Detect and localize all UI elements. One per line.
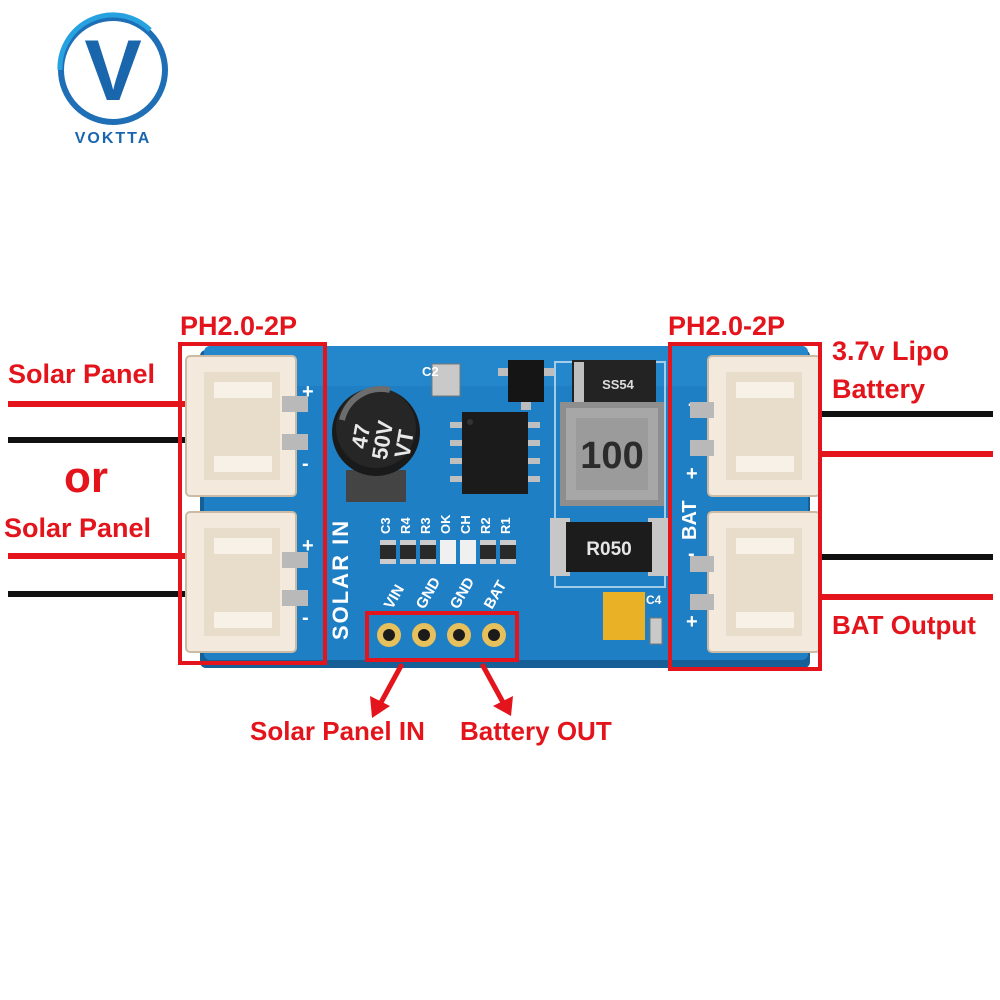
- silk-minus-1: -: [302, 453, 309, 475]
- silk-plus-3: +: [686, 463, 698, 485]
- annotation-box-left: [178, 342, 327, 665]
- logo-ring: [58, 15, 168, 125]
- silk-ref-r4: R4: [398, 517, 413, 534]
- cap-c4: [649, 617, 663, 645]
- shunt-resistor: R050: [550, 518, 668, 576]
- silk-plus-4: +: [686, 611, 698, 633]
- diode-ss54: [572, 360, 656, 404]
- electrolytic-capacitor: 47 50V VT: [332, 385, 420, 502]
- annotation-arrows: [370, 662, 513, 718]
- silk-ref-r1: R1: [498, 517, 513, 534]
- brand-name: VOKTTA: [75, 130, 152, 147]
- silk-ref-r3: R3: [418, 517, 433, 534]
- silk-plus-1: +: [302, 381, 314, 403]
- silk-ref-r2: R2: [478, 517, 493, 534]
- label-connector-left: PH2.0-2P: [180, 311, 297, 341]
- pcb-board: C2 SS54 47: [200, 346, 810, 668]
- silk-ref-ch: CH: [458, 515, 473, 534]
- silk-minus-2: -: [302, 607, 309, 629]
- logo-letter: V: [84, 23, 141, 119]
- logo-arc: [57, 12, 152, 71]
- wires: [8, 401, 993, 600]
- brand-logo: V VOKTTA: [57, 12, 168, 147]
- cap-c2: [431, 363, 461, 397]
- silk-refs: C3 R4 R3 OK CH R2 R1: [378, 514, 513, 534]
- label-connector-right: PH2.0-2P: [668, 311, 785, 341]
- silk-plus-2: +: [302, 535, 314, 557]
- cap-value-1: 47: [346, 422, 375, 450]
- silk-ref-ok: OK: [438, 514, 453, 534]
- cap-value-3: VT: [389, 427, 419, 460]
- label-bat-output: BAT Output: [832, 610, 976, 640]
- silk-bat: BAT: [679, 500, 701, 540]
- label-solar-panel-top: Solar Panel: [8, 359, 155, 389]
- connector-right-top: [690, 355, 821, 497]
- pin-header: [377, 623, 506, 647]
- pcb-sheen: [204, 346, 808, 386]
- arrow-solar-in: [370, 696, 390, 718]
- label-lipo-line1: 3.7v Lipo: [832, 336, 949, 366]
- silk-minus-4: -: [688, 543, 695, 565]
- silk-ref-c3: C3: [378, 517, 393, 534]
- smd-resistor-row: [380, 540, 516, 564]
- connector-right-bottom: [690, 511, 821, 653]
- arrow-battery-out: [493, 696, 513, 716]
- tantalum-capacitor: [603, 592, 645, 640]
- label-battery-out: Battery OUT: [460, 716, 612, 746]
- connector-left-top: [185, 355, 308, 497]
- ic-chip: [450, 412, 540, 494]
- silk-c4: C4: [646, 593, 662, 607]
- annotation-box-right: [668, 342, 822, 671]
- shunt-label: R050: [586, 539, 631, 560]
- label-lipo-line2: Battery: [832, 374, 925, 404]
- inductor: 100: [560, 402, 664, 506]
- label-solar-panel-bottom: Solar Panel: [4, 513, 151, 543]
- connector-left-bottom: [185, 511, 308, 653]
- label-or: or: [64, 453, 108, 502]
- annotation-box-pins: [365, 611, 519, 662]
- silk-solar-in: SOLAR IN: [328, 519, 353, 640]
- silk-c2: C2: [422, 364, 439, 379]
- inductor-label: 100: [580, 435, 643, 477]
- transistor: [508, 360, 544, 402]
- label-solar-panel-in: Solar Panel IN: [250, 716, 425, 746]
- diode-label: SS54: [602, 377, 635, 392]
